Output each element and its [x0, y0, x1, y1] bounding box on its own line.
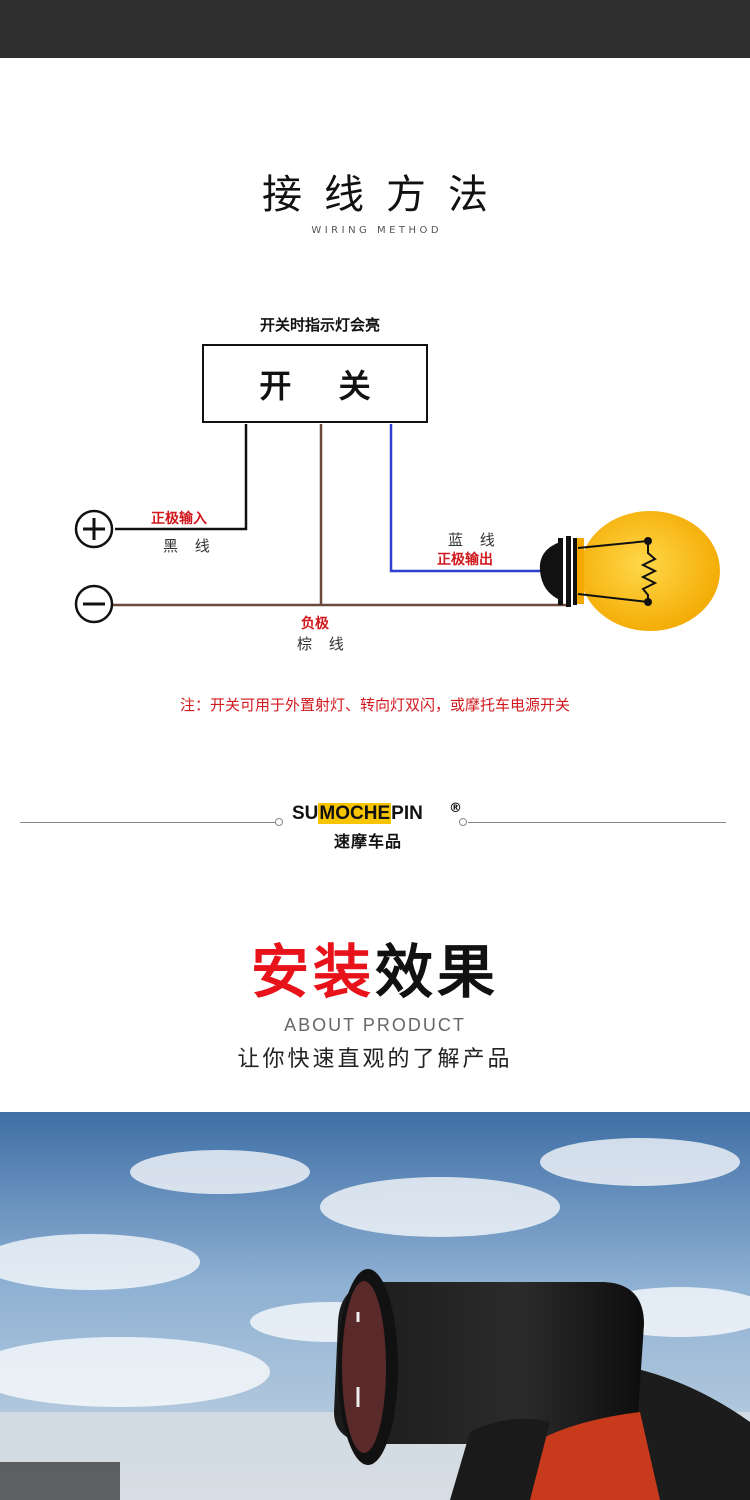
switch-box: 开 关: [202, 344, 428, 423]
negative-terminal-icon: [74, 584, 114, 624]
blue-wire: [389, 424, 540, 573]
black-wire-label: 黑 线: [163, 537, 216, 555]
about-subtitle-cn: 让你快速直观的了解产品: [237, 1047, 513, 1072]
install-title: 安装效果: [250, 938, 500, 1006]
usage-note: 注：开关可用于外置射灯、转向灯双闪，或摩托车电源开关: [179, 696, 570, 714]
black-wire: [115, 424, 248, 531]
about-subtitle-en: ABOUT PRODUCT: [284, 1015, 466, 1035]
divider-dot-right: [459, 818, 467, 826]
brand-name-cn: 速摩车品: [333, 832, 402, 851]
wiring-diagram: [74, 424, 720, 631]
negative-label: 负极: [301, 616, 329, 632]
divider-dot-left: [275, 818, 283, 826]
top-bar: [0, 0, 750, 58]
positive-input-label: 正极输入: [151, 511, 207, 527]
handlebar-switch-icon: [0, 1269, 750, 1500]
section-subtitle: WIRING METHOD: [311, 225, 443, 236]
registered-mark: ®: [449, 801, 462, 816]
positive-terminal-icon: [74, 509, 114, 549]
positive-output-label: 正极输出: [437, 552, 493, 568]
product-photo: [0, 1112, 750, 1500]
brown-wire-label: 棕 线: [297, 635, 350, 653]
blue-wire-label: 蓝 线: [448, 531, 501, 549]
brand-logo: SUMOCHEPIN: [292, 803, 423, 824]
switch-caption: 开关时指示灯会亮: [259, 316, 380, 334]
divider-left: [20, 822, 278, 823]
divider-right: [468, 822, 726, 823]
section-title: 接线方法: [262, 172, 510, 218]
light-bulb-icon: [539, 511, 720, 631]
